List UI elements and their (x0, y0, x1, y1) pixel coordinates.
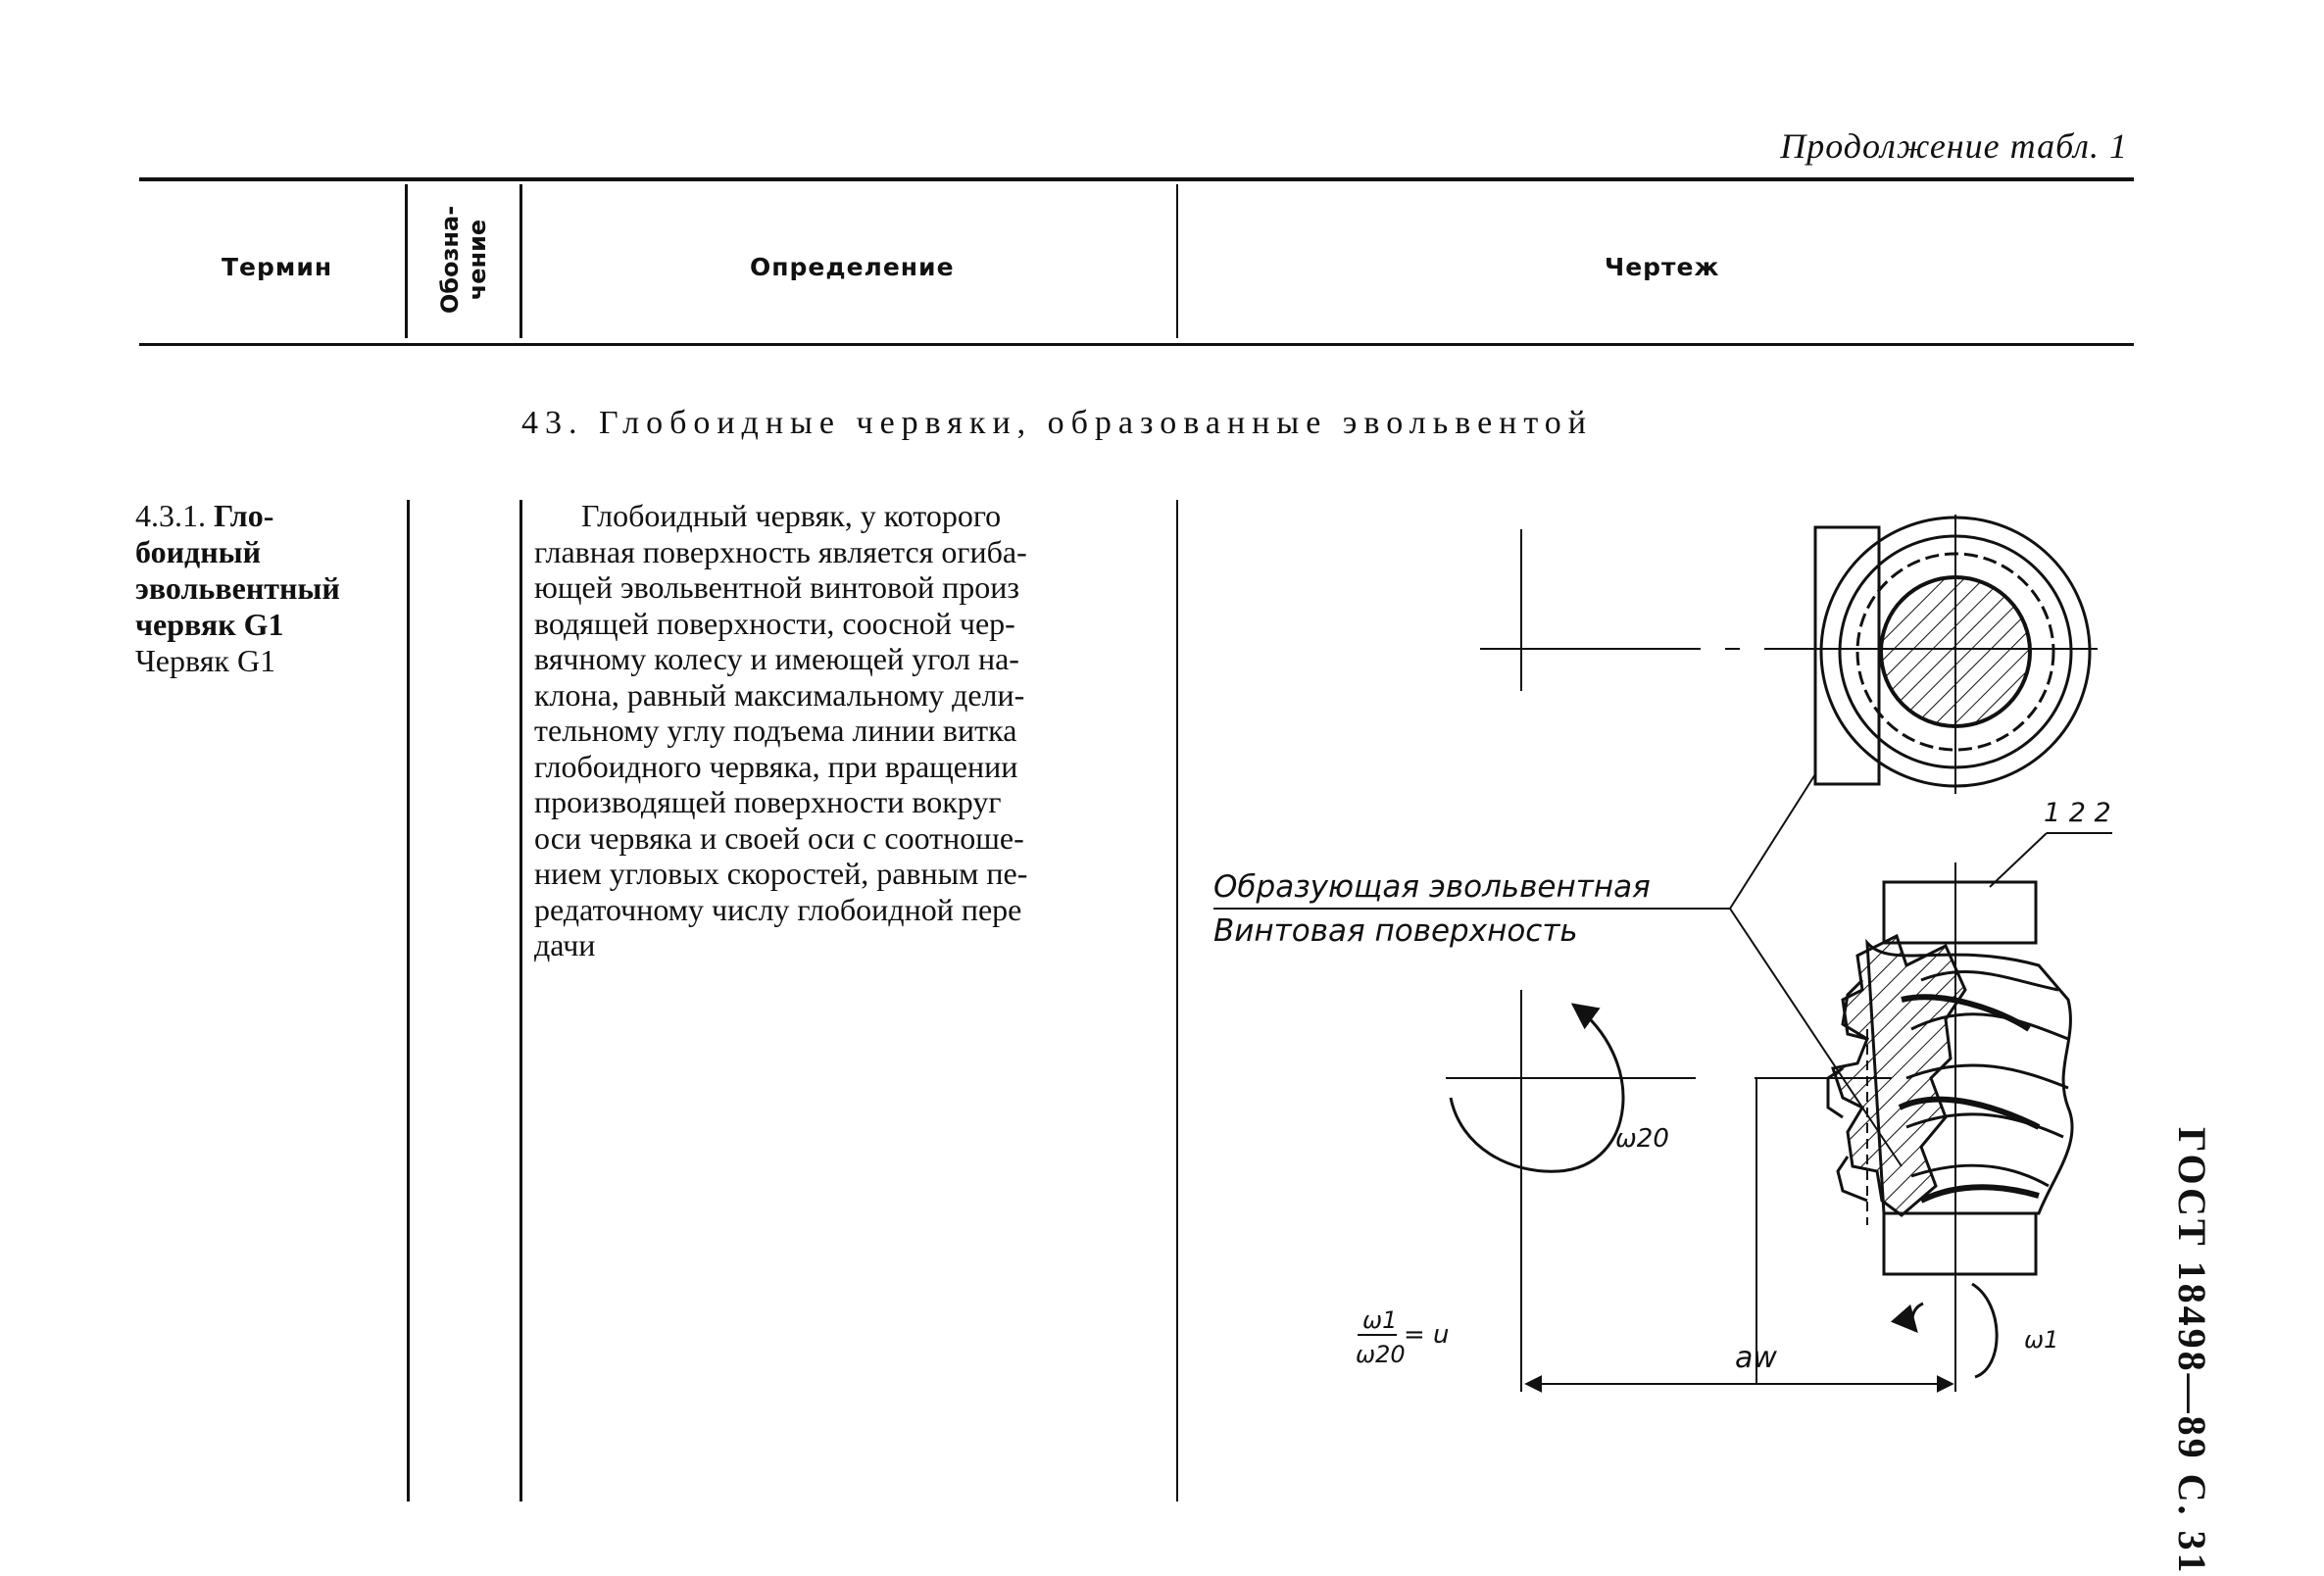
worm-end-view (1480, 515, 2098, 794)
definition-line: дачи (534, 927, 596, 962)
section-title: 43. Глобоидные червяки, образованные эво… (521, 405, 1593, 441)
ratio-numerator: ω1 (1362, 1306, 1397, 1334)
definition-line: вячному колесу и имеющей угол на- (534, 641, 1019, 676)
gost-page-stamp: ГОСТ 18498—89 С. 31 (2170, 1127, 2214, 1576)
ratio-denominator: ω20 (1356, 1341, 1406, 1368)
rotation-arrow-omega1 (1912, 1282, 1999, 1379)
term-bold-line: эвольвентный (135, 570, 340, 606)
ratio-equals-u: = u (1404, 1320, 1450, 1350)
definition-cell: Глобоидный червяк, у которого главная по… (534, 498, 1166, 963)
definition-line: редаточному числу глобоидной пере (534, 891, 1022, 927)
term-bold-line: червяк G1 (135, 607, 284, 642)
body-divider-term (407, 500, 410, 1502)
definition-line: водящей поверхности, соосной чер- (534, 605, 1015, 641)
header-drawing: Чертеж (1605, 253, 1720, 281)
worm-side-view (1446, 862, 2074, 1392)
definition-line: ющей эвольвентной винтовой произ (534, 569, 1019, 605)
header-designation: Обозна-чение (436, 205, 491, 315)
term-cell: 4.3.1. Гло- боидный эвольвентный червяк … (135, 498, 410, 679)
label-generating-surface-line2: Винтовая поверхность (1213, 913, 1578, 949)
leader-lines (1213, 773, 2112, 1167)
label-generating-surface-line1: Образующая эвольвентная (1213, 869, 1651, 905)
definition-line: глобоидного червяка, при вращении (534, 748, 1018, 784)
label-omega20: ω20 (1615, 1124, 1669, 1154)
definition-line: главная поверхность является огиба- (534, 533, 1027, 569)
column-divider-term (405, 184, 408, 338)
label-omega1: ω1 (2024, 1326, 2058, 1354)
table-header-bottom-rule (139, 343, 2134, 346)
label-aw: aw (1735, 1341, 1777, 1375)
header-definition: Определение (750, 253, 955, 281)
rotation-arrow-omega20 (1449, 1003, 1625, 1173)
term-bold-line: боидный (135, 534, 262, 569)
body-divider-designation (519, 500, 522, 1502)
aw-dimension (1524, 1078, 1954, 1393)
definition-line: тельному углу подъема линии витка (534, 713, 1017, 748)
definition-line: Глобоидный червяк, у которого (581, 498, 1002, 533)
definition-line: производящей поверхности вокруг (534, 784, 1002, 819)
label-122: 1 2 2 (2044, 798, 2111, 828)
body-divider-definition (1176, 500, 1178, 1502)
definition-line: оси червяка и своей оси с соотноше- (534, 819, 1024, 856)
header-term: Термин (222, 253, 333, 281)
definition-line: клона, равный максимальному дели- (534, 676, 1025, 713)
column-divider-definition (1176, 184, 1178, 338)
entry-number: 4.3.1. (135, 498, 206, 533)
term-short: Червяк G1 (135, 643, 276, 678)
worm-drawing: Образующая эвольвентная Винтовая поверхн… (1213, 515, 2112, 1393)
table-continuation-label: Продолжение табл. 1 (1780, 126, 2128, 166)
column-divider-designation (519, 184, 522, 338)
definition-line: нием угловых скоростей, равным пе- (534, 856, 1028, 891)
term-bold: Гло- (214, 498, 274, 533)
table-top-rule (139, 177, 2134, 181)
